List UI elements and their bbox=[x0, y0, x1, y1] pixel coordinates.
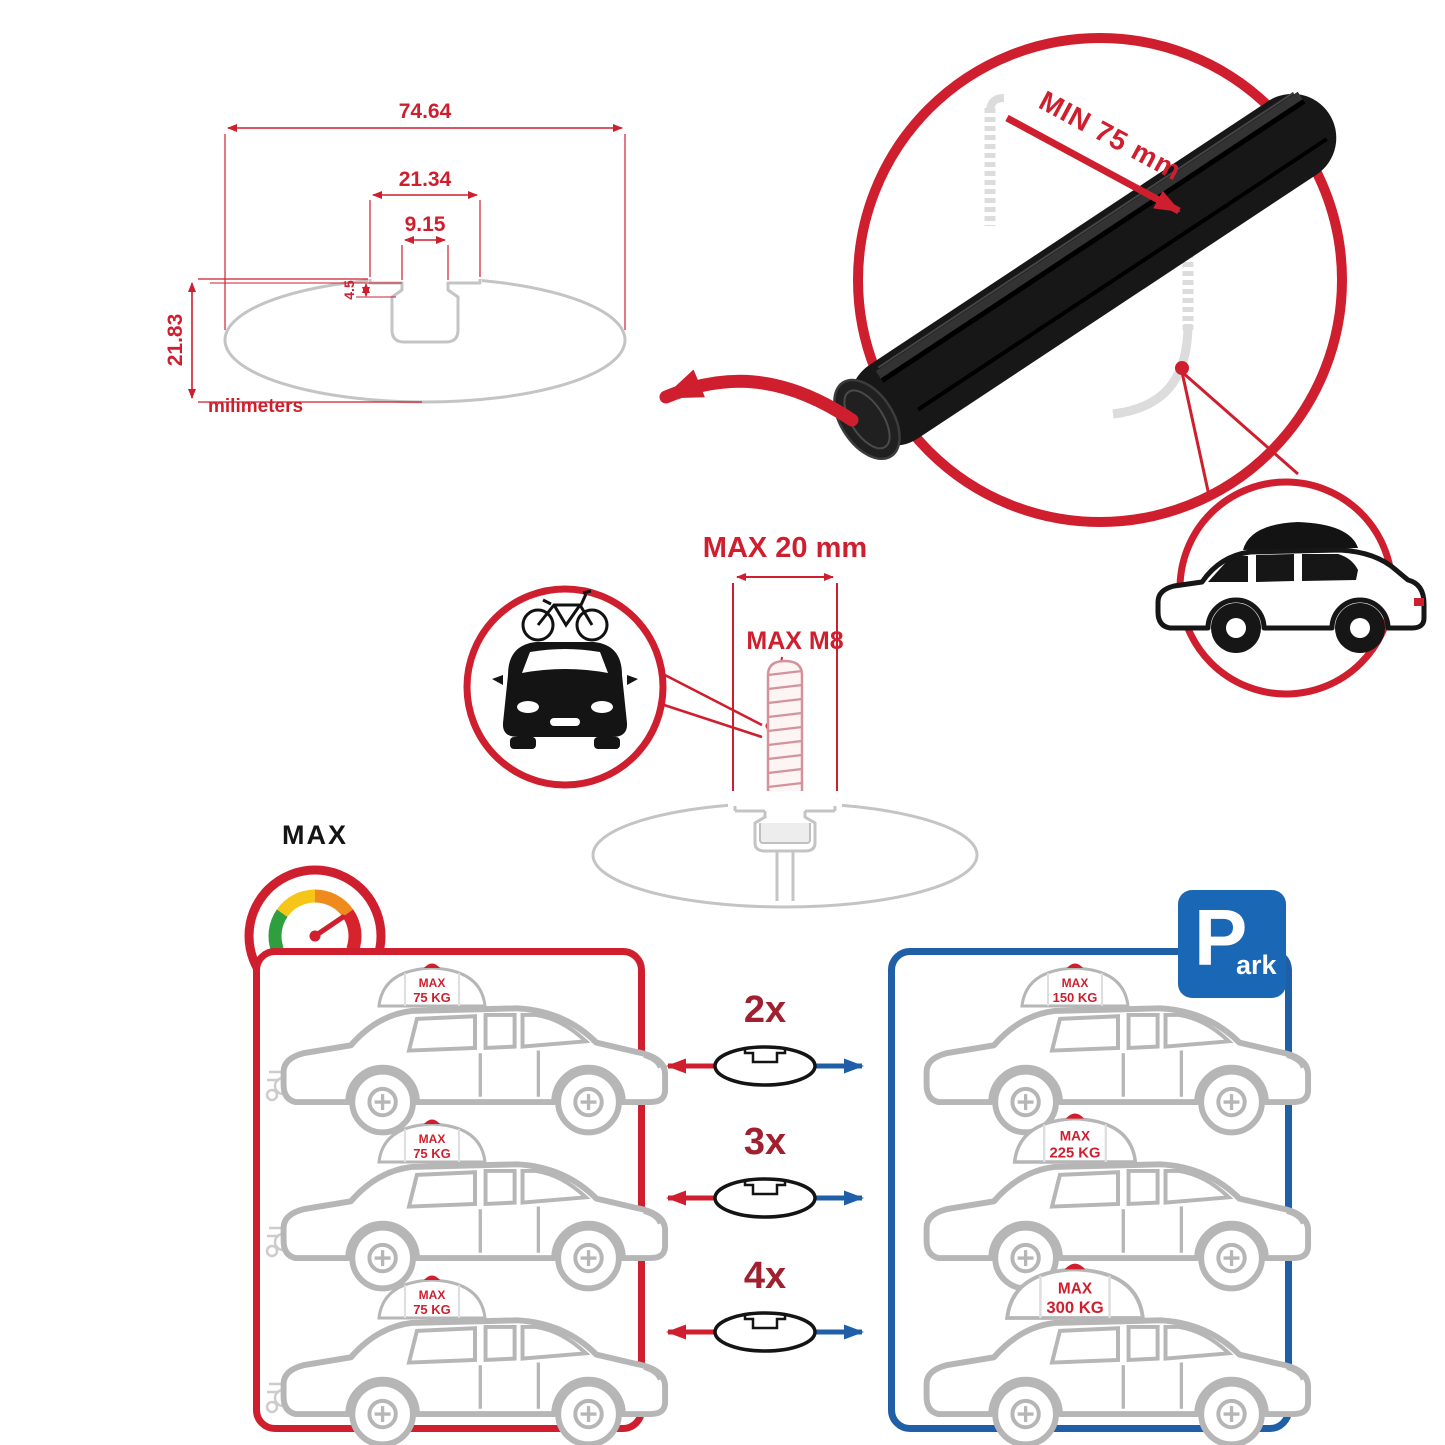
crossbar-3d-view: MIN 75 mm bbox=[833, 33, 1347, 527]
dim-total-width: 74.64 bbox=[224, 100, 626, 330]
cargo-weight-label: 75 KG bbox=[413, 1146, 451, 1161]
load-row-red-3: MAX 75 KG bbox=[265, 1275, 625, 1418]
park-sign-letter: P bbox=[1194, 893, 1248, 982]
cargo-max-label: MAX bbox=[419, 1288, 446, 1302]
dim-step: 4.5 bbox=[210, 280, 402, 300]
bolt-icon bbox=[759, 659, 811, 844]
multiplier-group-2: 3x bbox=[666, 1121, 864, 1219]
dim-outer-slot: 21.34 bbox=[369, 168, 481, 277]
bike-use-case bbox=[463, 585, 763, 789]
bar-profile-icon bbox=[713, 1311, 817, 1353]
cargo-max-label: MAX bbox=[1060, 1128, 1090, 1143]
load-row-blue-2: MAX 225 KG bbox=[908, 1113, 1268, 1262]
slot-profile bbox=[591, 791, 979, 909]
multiplier-label: 3x bbox=[744, 1121, 786, 1163]
cargo-max-label: MAX bbox=[419, 1132, 446, 1146]
min-clearance-arrow bbox=[1005, 114, 1181, 215]
multiplier-group-1: 2x bbox=[666, 989, 864, 1087]
dim-total-height-value: 21.83 bbox=[164, 314, 187, 367]
dimension-unit-label: milimeters bbox=[208, 396, 303, 417]
multiplier-label: 4x bbox=[744, 1255, 786, 1297]
roof-cargo-bag: MAX 75 KG bbox=[377, 963, 487, 1008]
cargo-max-label: MAX bbox=[1062, 976, 1089, 990]
roof-cargo-bag: MAX 300 KG bbox=[1005, 1263, 1145, 1320]
dim-inner-slot: 9.15 bbox=[401, 213, 449, 280]
dim-step-value: 4.5 bbox=[341, 280, 357, 300]
dim-outer-slot-value: 21.34 bbox=[399, 168, 452, 191]
load-row-blue-3: MAX 300 KG bbox=[908, 1263, 1268, 1418]
cargo-weight-label: 75 KG bbox=[413, 990, 451, 1005]
bar-profile-icon bbox=[713, 1177, 817, 1219]
mounting-bracket-icon bbox=[984, 94, 1194, 419]
multiplier-label: 2x bbox=[744, 989, 786, 1031]
park-sign-text: ark bbox=[1236, 950, 1277, 980]
bolt-thread-label: MAX M8 bbox=[746, 627, 843, 655]
load-row-blue-1: MAX 150 KG bbox=[908, 963, 1268, 1106]
dim-inner-slot-value: 9.15 bbox=[405, 213, 446, 236]
roofbox-use-case bbox=[1155, 478, 1427, 698]
car-front-icon bbox=[492, 642, 638, 749]
bolt-spec-diagram: MAX 20 mm MAX M8 bbox=[463, 532, 979, 909]
cargo-weight-label: 225 KG bbox=[1049, 1145, 1100, 1161]
fixation-point-dot bbox=[1175, 361, 1189, 375]
cargo-weight-label: 150 KG bbox=[1053, 990, 1098, 1005]
gauge-arc bbox=[268, 889, 362, 952]
profile-t-slot bbox=[368, 279, 482, 344]
bar-profile-icon bbox=[713, 1045, 817, 1087]
speed-max-label: MAX bbox=[282, 820, 348, 850]
multiplier-group-3: 4x bbox=[666, 1255, 864, 1353]
gauge-needle bbox=[312, 914, 346, 939]
roof-cargo-bag: MAX 150 KG bbox=[1020, 963, 1130, 1008]
roof-cargo-bag: MAX 75 KG bbox=[377, 1275, 487, 1320]
crossbar-dimension-diagram: 74.64 21.34 9.15 4.5 21.83 bbox=[164, 100, 627, 417]
load-row-red-1: MAX 75 KG bbox=[265, 963, 625, 1106]
cargo-max-label: MAX bbox=[419, 976, 446, 990]
roof-cargo-bag: MAX 75 KG bbox=[377, 1119, 487, 1164]
load-row-red-2: MAX 75 KG bbox=[265, 1119, 625, 1262]
bicycle-icon bbox=[521, 589, 609, 642]
cargo-weight-label: 75 KG bbox=[413, 1302, 451, 1317]
cargo-max-label: MAX bbox=[1058, 1281, 1093, 1298]
roof-box-icon bbox=[1243, 522, 1358, 550]
dim-total-width-value: 74.64 bbox=[399, 100, 452, 123]
cargo-weight-label: 300 KG bbox=[1046, 1298, 1103, 1317]
t-nut-head bbox=[759, 820, 811, 844]
crossbar-bar bbox=[833, 91, 1337, 461]
roof-cargo-bag: MAX 225 KG bbox=[1012, 1113, 1138, 1164]
bolt-length-label: MAX 20 mm bbox=[703, 532, 867, 564]
suv-with-roofbox-icon bbox=[1155, 522, 1427, 653]
park-sign: P ark bbox=[1178, 890, 1286, 998]
dim-total-height: 21.83 bbox=[164, 278, 422, 403]
